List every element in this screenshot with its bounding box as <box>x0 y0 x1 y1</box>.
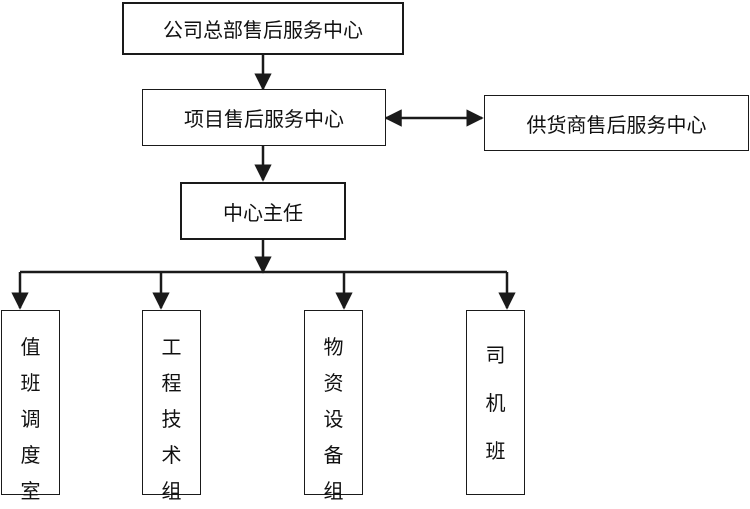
hq-label: 公司总部售后服务中心 <box>163 18 363 42</box>
team-box-2: 工 程 技 术 组 <box>142 310 201 503</box>
team-2-char: 程 <box>161 371 182 395</box>
team-3-char: 设 <box>323 407 344 431</box>
team-3-char: 资 <box>323 371 344 395</box>
team-box-1: 值 班 调 度 室 <box>1 310 60 503</box>
hq-box: 公司总部售后服务中心 <box>122 2 404 55</box>
team-2-char: 工 <box>161 335 182 359</box>
team-box-3: 物 资 设 备 组 <box>304 310 363 503</box>
connector-lines <box>11 55 516 310</box>
supplier-center-box: 供货商售后服务中心 <box>484 95 749 151</box>
team-3-char: 物 <box>323 335 344 359</box>
supplier-center-label: 供货商售后服务中心 <box>526 112 707 137</box>
team-3-char: 组 <box>323 479 344 503</box>
team-2-char: 术 <box>161 443 182 467</box>
team-1-char: 室 <box>20 479 41 503</box>
team-2-char: 技 <box>161 407 182 431</box>
team-1-char: 调 <box>20 407 41 431</box>
team-4-char: 班 <box>485 439 506 463</box>
director-label: 中心主任 <box>223 200 303 225</box>
director-box: 中心主任 <box>180 182 346 240</box>
team-box-4: 司 机 班 <box>466 310 525 495</box>
team-3-char: 备 <box>323 443 344 467</box>
team-2-char: 组 <box>161 479 182 503</box>
team-4-char: 司 <box>485 343 506 367</box>
team-1-char: 度 <box>20 443 41 467</box>
team-1-char: 班 <box>20 371 41 395</box>
team-1-char: 值 <box>20 335 41 359</box>
project-center-label: 项目售后服务中心 <box>184 107 344 131</box>
project-center-box: 项目售后服务中心 <box>142 89 386 146</box>
team-4-char: 机 <box>485 391 506 415</box>
